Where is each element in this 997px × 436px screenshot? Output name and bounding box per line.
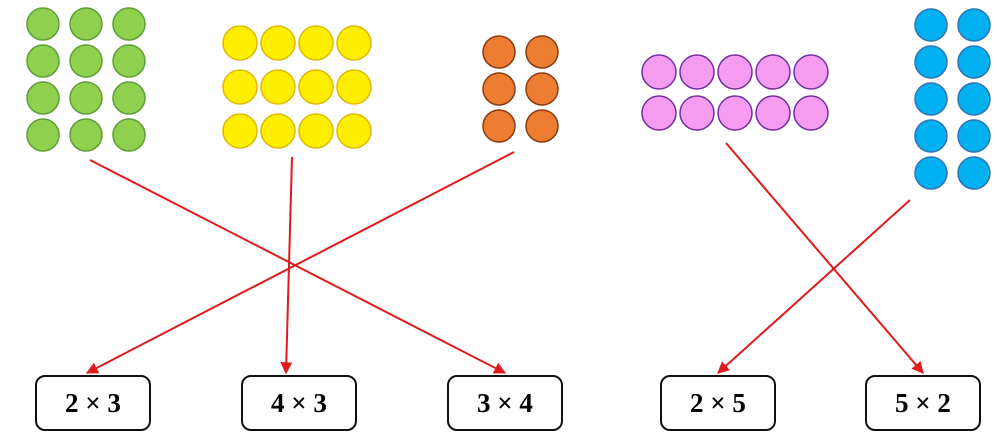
answer-label: 2 × 5 (690, 387, 746, 418)
dot (755, 95, 791, 131)
dot (26, 44, 60, 78)
answer-box-4x3[interactable]: 4 × 3 (241, 375, 357, 431)
dot (793, 54, 829, 90)
match-lines (85, 142, 924, 375)
dot (525, 109, 559, 143)
dot (336, 69, 372, 105)
dot (336, 25, 372, 61)
dot (914, 156, 948, 190)
dot (112, 118, 146, 152)
answer-label: 5 × 2 (895, 387, 951, 418)
dot (26, 7, 60, 41)
dot (222, 25, 258, 61)
dot (717, 95, 753, 131)
match-arrow-green-group (89, 159, 507, 374)
orange-group (482, 35, 559, 143)
dot (482, 72, 516, 106)
answer-box-5x2[interactable]: 5 × 2 (865, 375, 981, 431)
answer-box-3x4[interactable]: 3 × 4 (447, 375, 563, 431)
dot (260, 113, 296, 149)
dot (112, 81, 146, 115)
dot (336, 113, 372, 149)
dot (69, 118, 103, 152)
dot (641, 54, 677, 90)
match-arrow-orange-group (85, 151, 515, 374)
answer-box-2x5[interactable]: 2 × 5 (660, 375, 776, 431)
dot (69, 44, 103, 78)
dot (957, 82, 991, 116)
dot (525, 72, 559, 106)
dot (525, 35, 559, 69)
dot (298, 25, 334, 61)
dot (755, 54, 791, 90)
dot (679, 95, 715, 131)
dot (957, 8, 991, 42)
match-arrow-yellow-group (280, 156, 293, 375)
answer-label: 3 × 4 (477, 387, 533, 418)
dot (957, 156, 991, 190)
dot (69, 7, 103, 41)
dot (298, 69, 334, 105)
dot (69, 81, 103, 115)
dot (914, 119, 948, 153)
pink-group (641, 54, 829, 131)
dot (641, 95, 677, 131)
dot (914, 45, 948, 79)
dot (957, 45, 991, 79)
blue-group (914, 8, 991, 190)
answer-box-2x3[interactable]: 2 × 3 (35, 375, 151, 431)
dot (222, 69, 258, 105)
dot (26, 81, 60, 115)
answer-label: 2 × 3 (65, 387, 121, 418)
dot (914, 8, 948, 42)
green-group (26, 7, 146, 152)
dot (717, 54, 753, 90)
match-arrow-blue-group (717, 199, 911, 374)
dot (112, 44, 146, 78)
dot (914, 82, 948, 116)
dot (679, 54, 715, 90)
dot (222, 113, 258, 149)
dot (260, 25, 296, 61)
dot (260, 69, 296, 105)
dot (793, 95, 829, 131)
dot (482, 109, 516, 143)
dot-groups (26, 7, 991, 190)
yellow-group (222, 25, 372, 149)
dot (298, 113, 334, 149)
dot (112, 7, 146, 41)
dot (26, 118, 60, 152)
match-arrow-pink-group (725, 142, 924, 374)
answer-label: 4 × 3 (271, 387, 327, 418)
dot (957, 119, 991, 153)
dot (482, 35, 516, 69)
